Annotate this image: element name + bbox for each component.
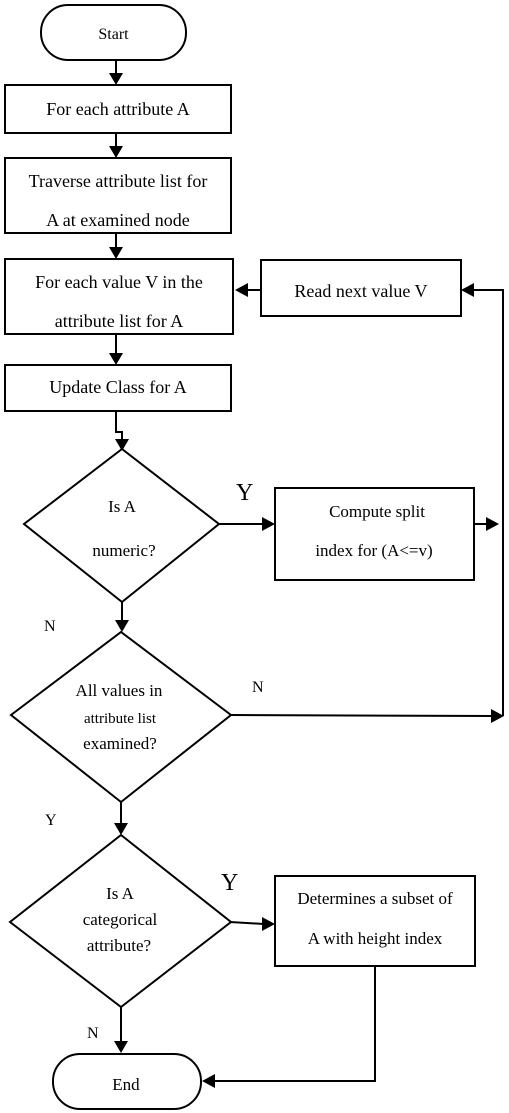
traverse-label-line1: Traverse attribute list for [29,171,208,191]
all-values-label-line2: attribute list [84,711,157,727]
arrowhead [262,517,275,531]
is-categorical-label-line1: Is A [106,884,135,903]
arrowhead [491,709,504,723]
connector-allvalues-to-loop [229,714,494,717]
all-values-no-label: N [252,679,264,696]
numeric-yes-label: Y [236,480,253,506]
traverse-box: Traverse attribute list for A at examine… [4,157,232,234]
read-next-value-box: Read next value V [260,259,462,317]
determines-subset-label-line1: Determines a subset of [297,889,453,908]
arrowhead [109,73,123,85]
determines-subset-label-line2: A with height index [308,929,443,948]
compute-split-label-line1: Compute split [329,502,425,521]
update-class-label: Update Class for A [49,377,186,397]
connectors [109,60,504,1088]
traverse-label-line2: A at examined node [46,210,189,230]
all-values-yes-label: Y [45,812,57,829]
arrowhead [461,283,474,297]
for-each-value-label-line2: attribute list for A [55,311,183,331]
arrowhead [235,283,248,297]
arrowhead [114,1041,128,1053]
all-values-decision: All values in attribute list examined? [9,630,233,804]
arrowhead [115,439,129,451]
end-terminal: End [52,1053,202,1110]
for-each-value-label-line1: For each value V in the [35,272,203,292]
is-numeric-label-line1: Is A [108,497,137,516]
connector-loop-vertical [472,289,504,716]
numeric-no-label: N [44,618,56,635]
connector-update-to-numeric [115,411,123,441]
start-terminal: Start [40,4,187,61]
arrowhead [109,146,123,158]
arrowhead [202,1074,215,1088]
arrowhead [109,247,123,259]
read-next-value-label: Read next value V [294,281,427,301]
connector-categorical-to-subset [229,921,265,925]
arrowhead [114,823,128,835]
arrowhead [262,917,275,931]
all-values-label-line1: All values in [76,681,163,700]
all-values-label-line3: examined? [83,734,157,753]
for-each-attribute-label: For each attribute A [46,99,189,119]
categorical-no-label: N [87,1025,99,1042]
is-categorical-decision: Is A categorical attribute? [8,833,233,1009]
compute-split-label-line2: index for (A<=v) [315,541,432,560]
for-each-attribute-box: For each attribute A [4,84,232,134]
start-label: Start [98,26,129,43]
connector-subset-to-end [213,966,376,1082]
categorical-yes-label: Y [221,870,238,896]
end-label: End [112,1075,140,1094]
arrowhead [115,620,129,632]
is-categorical-label-line2: categorical [83,910,158,929]
is-numeric-label-line2: numeric? [92,541,155,560]
arrowhead [109,353,123,365]
is-numeric-decision: Is A numeric? [22,447,221,604]
for-each-value-box: For each value V in the attribute list f… [4,258,234,335]
is-categorical-label-line3: attribute? [87,936,151,955]
determines-subset-box: Determines a subset of A with height ind… [274,875,476,967]
compute-split-box: Compute split index for (A<=v) [274,487,475,581]
arrowhead [486,517,499,531]
update-class-box: Update Class for A [4,364,232,412]
